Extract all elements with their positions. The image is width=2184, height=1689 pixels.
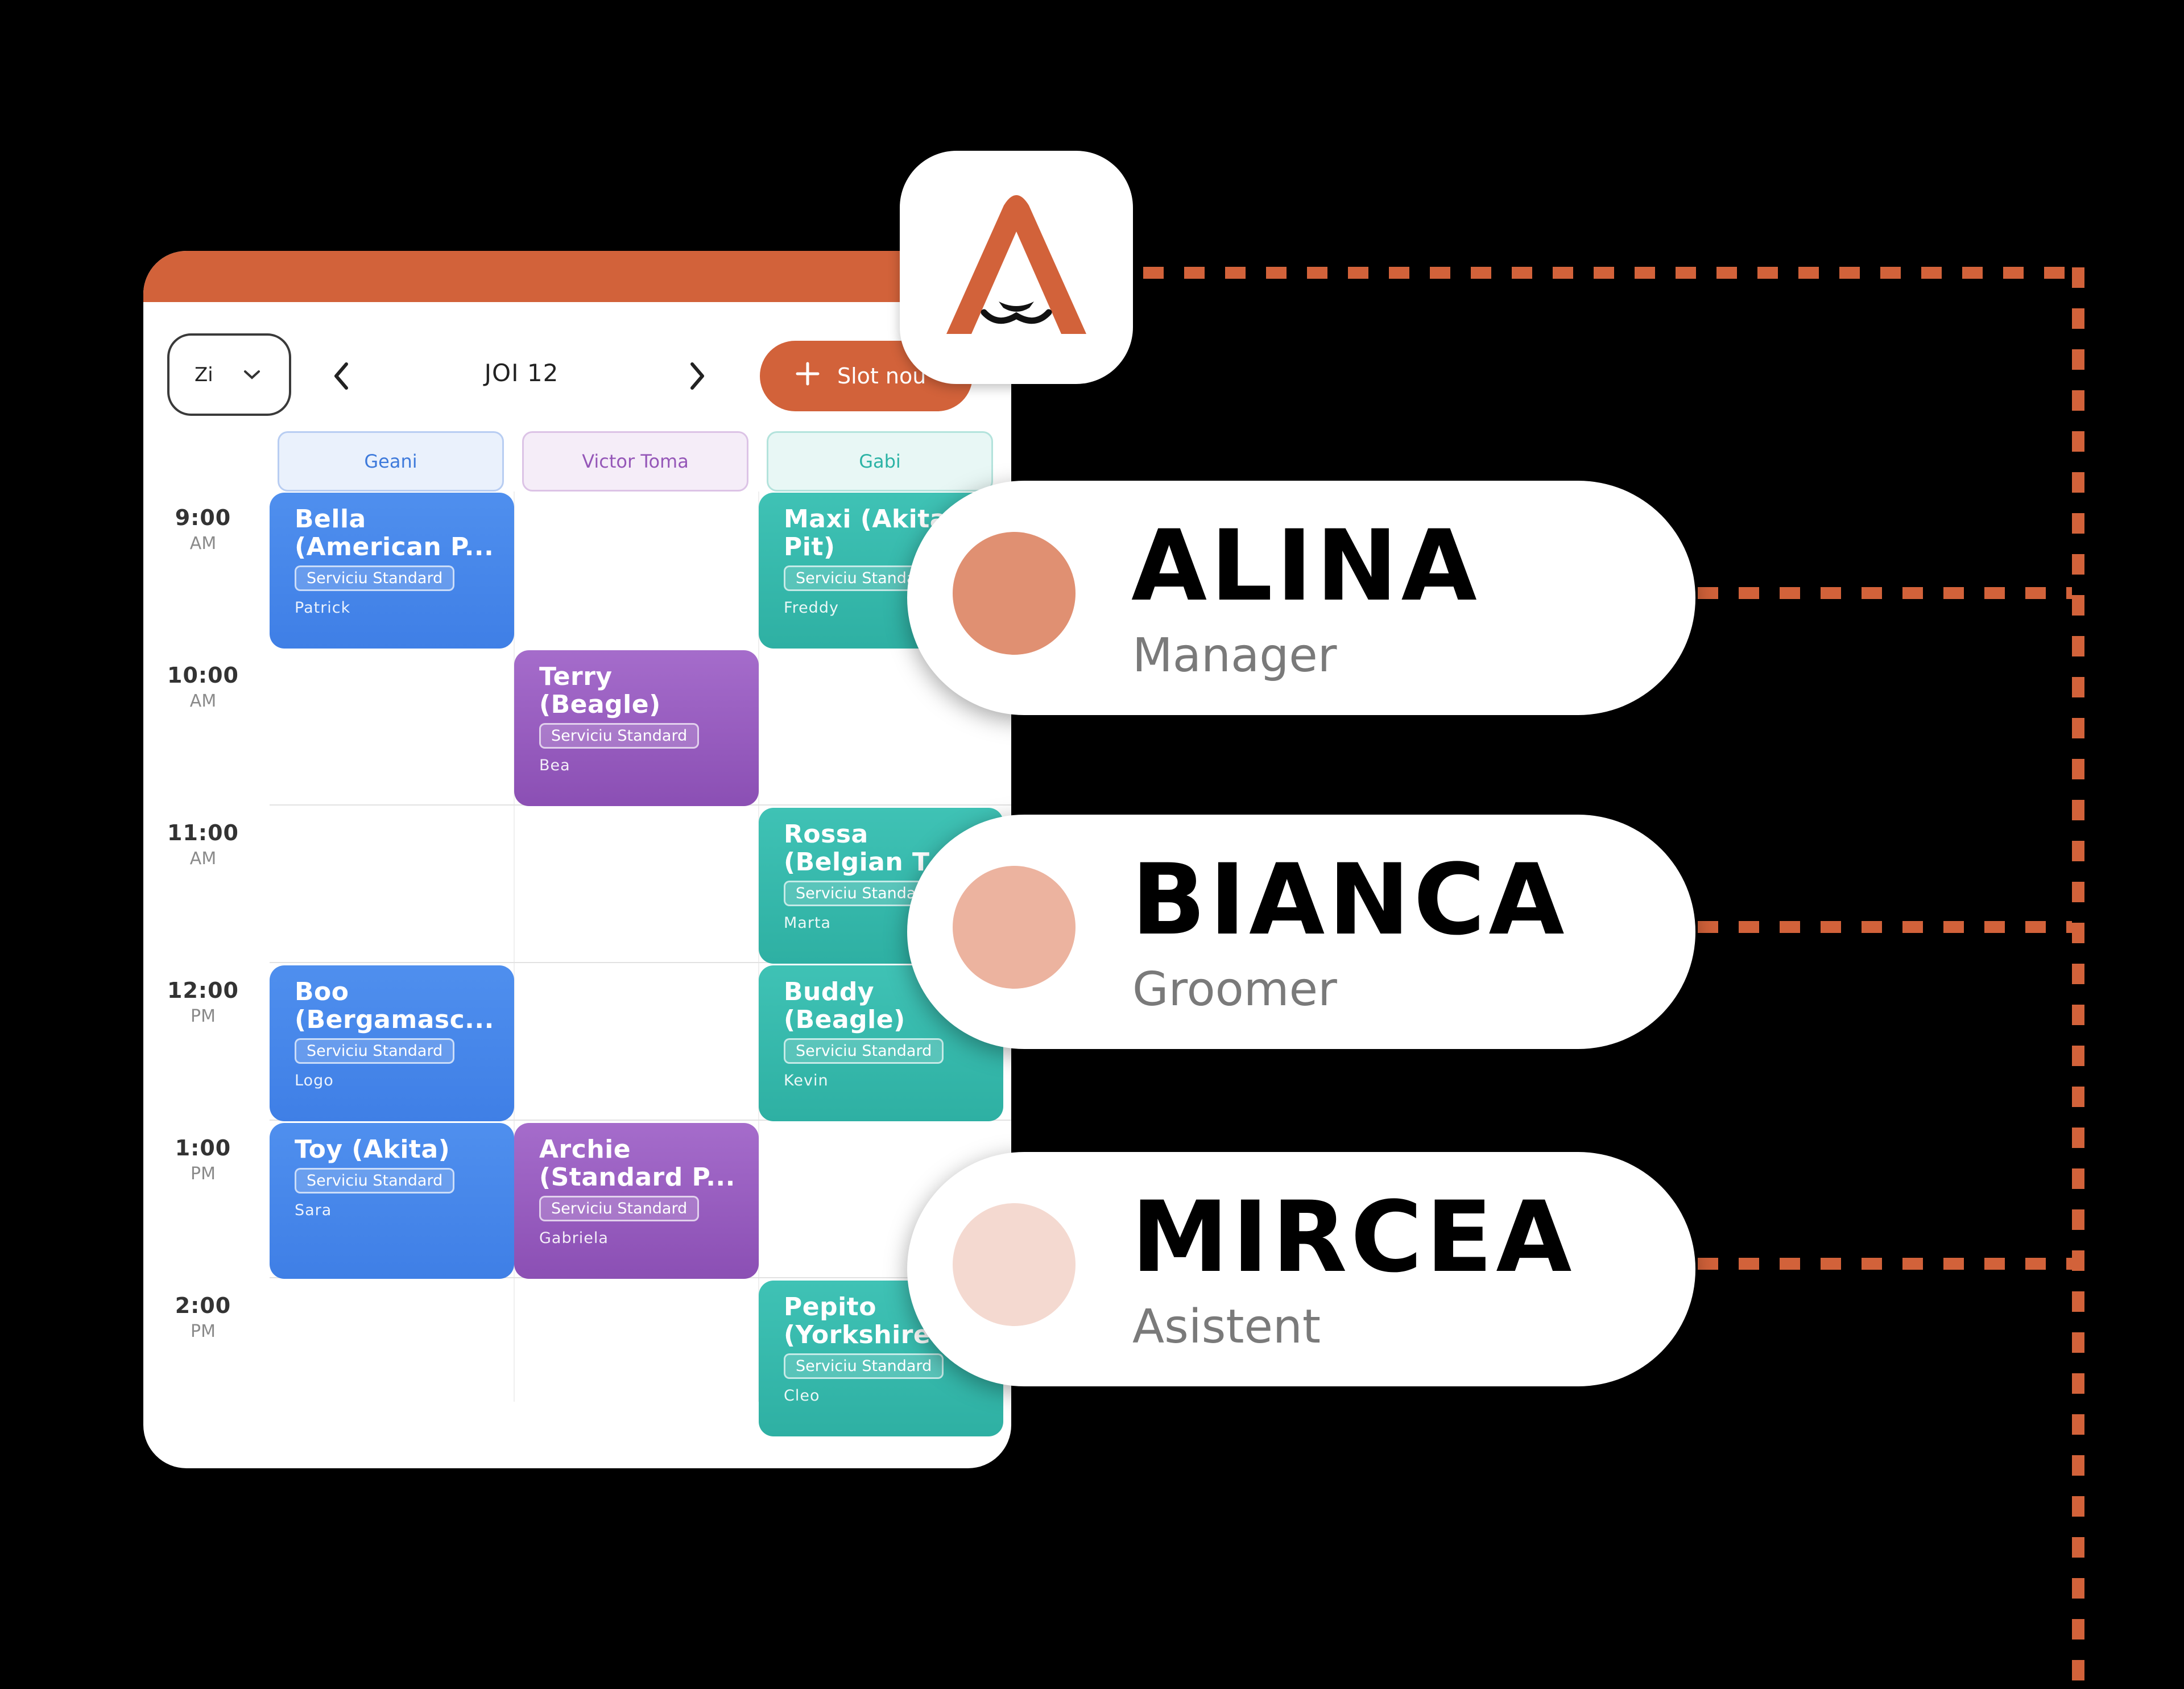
appointment-block[interactable]: Bella (American P... Serviciu Standard P…	[270, 493, 514, 649]
time-period: AM	[189, 691, 217, 711]
time-period: PM	[191, 1164, 216, 1184]
connector-vertical-line	[2072, 267, 2084, 1689]
app-logo	[900, 151, 1133, 384]
new-slot-label: Slot nou	[837, 364, 926, 389]
staff-column-header[interactable]: Gabi	[767, 431, 993, 492]
connector-bianca-line	[1698, 921, 2072, 933]
role-card-alina[interactable]: ALINA Manager	[907, 481, 1695, 715]
role-avatar	[953, 866, 1076, 989]
chevron-right-icon	[690, 362, 704, 390]
next-day-button[interactable]	[680, 353, 714, 399]
chevron-left-icon	[334, 362, 348, 390]
role-name: BIANCA	[1131, 843, 1568, 957]
appointment-client: Kevin	[784, 1072, 829, 1089]
role-name: MIRCEA	[1131, 1180, 1575, 1294]
dog-face-logo-icon	[946, 195, 1086, 334]
appointment-client: Cleo	[784, 1387, 820, 1405]
appointment-pet: Rossa (Belgian T	[784, 820, 930, 877]
appointment-block[interactable]: Boo (Bergamasc... Serviciu Standard Logo	[270, 965, 514, 1121]
time-hour: 12:00	[167, 978, 239, 1003]
view-select-dropdown[interactable]: Zi	[167, 333, 291, 416]
time-label: 10:00 AM	[143, 663, 263, 711]
hour-divider	[270, 1120, 1011, 1121]
role-card-mircea[interactable]: MIRCEA Asistent	[907, 1152, 1695, 1386]
time-period: AM	[189, 849, 217, 869]
appointment-client: Marta	[784, 914, 832, 932]
appointment-client: Sara	[295, 1201, 332, 1219]
time-hour: 11:00	[167, 820, 239, 845]
appointment-pet: Maxi (Akita Pit)	[784, 505, 947, 561]
appointment-block[interactable]: Archie (Standard P... Serviciu Standard …	[514, 1123, 759, 1279]
chevron-down-icon	[242, 364, 262, 386]
calendar-header-bar	[143, 251, 1011, 302]
role-title: Groomer	[1132, 963, 1337, 1017]
staff-column-header[interactable]: Geani	[278, 431, 504, 492]
time-period: PM	[191, 1322, 216, 1341]
appointment-pet: Buddy (Beagle)	[784, 977, 905, 1034]
role-name: ALINA	[1131, 509, 1480, 623]
time-label: 11:00 AM	[143, 820, 263, 869]
service-badge: Serviciu Standard	[539, 723, 700, 749]
service-badge: Serviciu Standard	[295, 565, 455, 591]
appointment-pet: Bella (American P...	[295, 505, 494, 561]
time-period: PM	[191, 1006, 216, 1026]
role-avatar	[953, 1203, 1076, 1326]
connector-top-line	[1143, 267, 2084, 279]
time-label: 2:00 PM	[143, 1293, 263, 1341]
previous-day-button[interactable]	[324, 353, 358, 399]
hour-divider	[270, 962, 1011, 963]
time-hour: 9:00	[175, 505, 231, 530]
appointment-block[interactable]: Terry (Beagle) Serviciu Standard Bea	[514, 650, 759, 806]
service-badge: Serviciu Standard	[784, 1038, 944, 1064]
time-label: 9:00 AM	[143, 505, 263, 554]
time-period: AM	[189, 534, 217, 554]
role-avatar	[953, 532, 1076, 655]
appointment-pet: Toy (Akita)	[295, 1135, 450, 1164]
plus-icon	[795, 361, 820, 391]
time-hour: 10:00	[167, 663, 239, 688]
appointment-client: Bea	[539, 757, 570, 774]
appointment-block[interactable]: Toy (Akita) Serviciu Standard Sara	[270, 1123, 514, 1279]
appointment-client: Logo	[295, 1072, 334, 1089]
service-badge: Serviciu Standard	[539, 1196, 700, 1221]
staff-column-header[interactable]: Victor Toma	[522, 431, 748, 492]
time-label: 12:00 PM	[143, 978, 263, 1026]
view-select-value: Zi	[195, 363, 213, 386]
connector-mircea-line	[1698, 1258, 2072, 1270]
role-title: Manager	[1132, 629, 1337, 683]
service-badge: Serviciu Standard	[295, 1168, 455, 1194]
appointment-client: Freddy	[784, 599, 839, 617]
current-date-label: JOI 12	[484, 359, 559, 387]
role-card-bianca[interactable]: BIANCA Groomer	[907, 815, 1695, 1049]
appointment-pet: Archie (Standard P...	[539, 1135, 735, 1192]
time-hour: 1:00	[175, 1135, 231, 1161]
appointment-pet: Pepito (Yorkshire	[784, 1292, 931, 1349]
role-title: Asistent	[1132, 1300, 1321, 1354]
connector-alina-line	[1698, 587, 2072, 599]
appointment-pet: Terry (Beagle)	[539, 662, 661, 719]
appointment-client: Patrick	[295, 599, 351, 617]
time-hour: 2:00	[175, 1293, 231, 1318]
service-badge: Serviciu Standard	[295, 1038, 455, 1064]
time-label: 1:00 PM	[143, 1135, 263, 1184]
column-divider	[514, 492, 515, 1402]
appointment-pet: Boo (Bergamasc...	[295, 977, 494, 1034]
service-badge: Serviciu Standard	[784, 1353, 944, 1379]
calendar-card: Zi JOI 12 Slot nou Geani Victor Toma Gab…	[143, 251, 1011, 1468]
appointment-client: Gabriela	[539, 1229, 609, 1247]
